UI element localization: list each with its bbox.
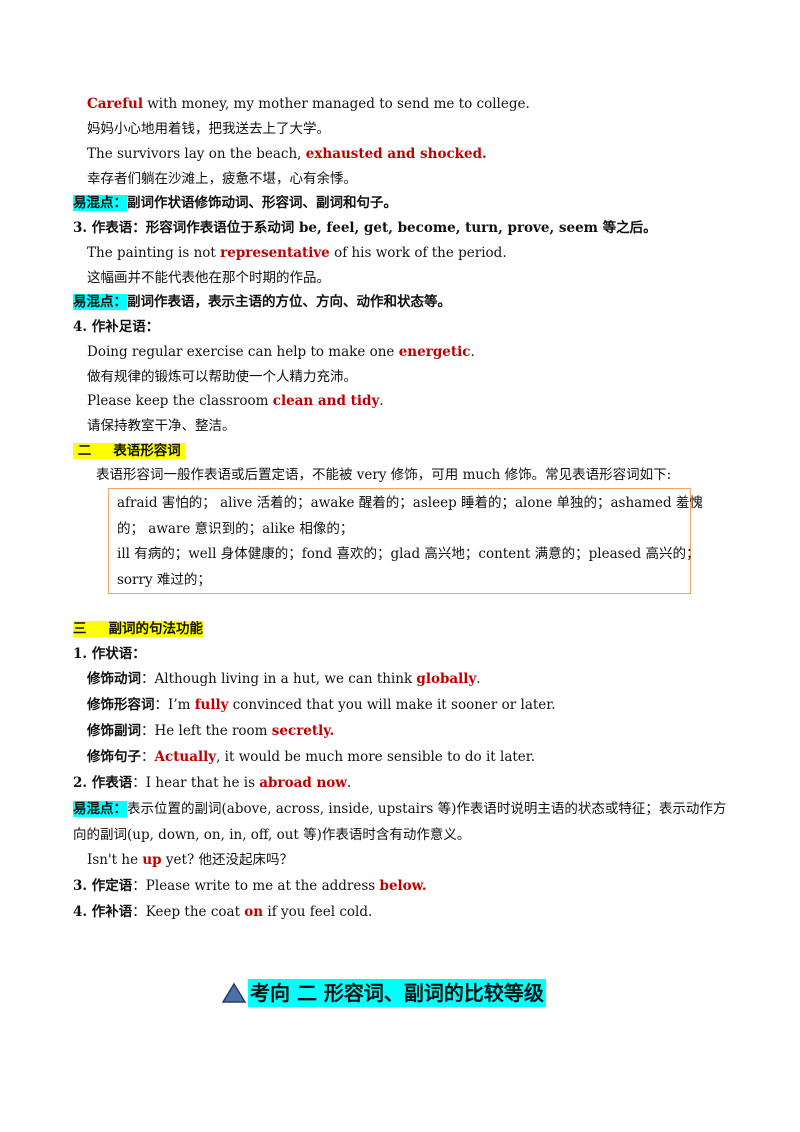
- example-up-yet: Isn't he up yet? 他还没起床吗？: [87, 852, 293, 868]
- item-3-predicative: 3. 作表语：形容词作表语位于系动词 be, feel, get, become…: [73, 220, 657, 236]
- box-line: 的； aware 意识到的；alike 相像的；: [117, 520, 354, 537]
- example-painting-translation: 这幅画并不能代表他在那个时期的作品。: [87, 270, 330, 286]
- note-confusion-2: 易混点：副词作表语，表示主语的方位、方向、动作和状态等。: [73, 294, 451, 310]
- triangle-icon: [222, 982, 246, 1003]
- example-careful: Careful with money, my mother managed to…: [87, 96, 530, 112]
- example-modify-adjective: 修饰形容词：I’m fully convinced that you will …: [87, 697, 556, 713]
- section-2-intro: 表语形容词一般作表语或后置定语，不能被 very 修饰，可用 much 修饰。常…: [96, 467, 672, 483]
- example-survivors-translation: 幸存者们躺在沙滩上，疲惫不堪，心有余悸。: [87, 171, 357, 187]
- example-classroom-translation: 请保持教室干净、整洁。: [87, 418, 236, 434]
- box-line: afraid 害怕的； alive 活着的；awake 醒着的；asleep 睡…: [117, 495, 703, 511]
- item-3-attributive: 3. 作定语：Please write to me at the address…: [73, 878, 427, 894]
- section-3-title: 三副词的句法功能: [73, 621, 203, 637]
- box-line: ill 有病的；well 身体健康的；fond 喜欢的；glad 高兴地；con…: [117, 546, 700, 562]
- example-modify-adverb: 修饰副词：He left the room secretly.: [87, 723, 335, 739]
- example-classroom: Please keep the classroom clean and tidy…: [87, 393, 384, 409]
- note-confusion-3: 易混点：表示位置的副词(above, across, inside, upsta…: [73, 801, 727, 843]
- item-1-adverbial: 1. 作状语：: [73, 646, 146, 662]
- predicative-adjective-box: afraid 害怕的； alive 活着的；awake 醒着的；asleep 睡…: [108, 488, 703, 594]
- example-painting: The painting is not representative of hi…: [87, 245, 507, 261]
- example-exercise: Doing regular exercise can help to make …: [87, 344, 475, 360]
- item-2-predicative: 2. 作表语：I hear that he is abroad now.: [73, 775, 352, 791]
- example-careful-translation: 妈妈小心地用着钱，把我送去上了大学。: [87, 121, 330, 137]
- section-2-title: 二表语形容词: [73, 441, 186, 461]
- topic-heading: 考向 二 形容词、副词的比较等级: [222, 978, 546, 1008]
- example-exercise-translation: 做有规律的锻炼可以帮助使一个人精力充沛。: [87, 369, 357, 385]
- example-survivors: The survivors lay on the beach, exhauste…: [87, 146, 487, 162]
- example-modify-sentence: 修饰句子：Actually, it would be much more sen…: [87, 749, 536, 765]
- item-4-complement: 4. 作补足语：: [73, 319, 160, 335]
- note-confusion-1: 易混点：副词作状语修饰动词、形容词、副词和句子。: [73, 195, 397, 211]
- example-modify-verb: 修饰动词：Although living in a hut, we can th…: [87, 671, 481, 687]
- item-4-complement: 4. 作补语：Keep the coat on if you feel cold…: [73, 904, 373, 920]
- box-line: sorry 难过的；: [117, 571, 211, 588]
